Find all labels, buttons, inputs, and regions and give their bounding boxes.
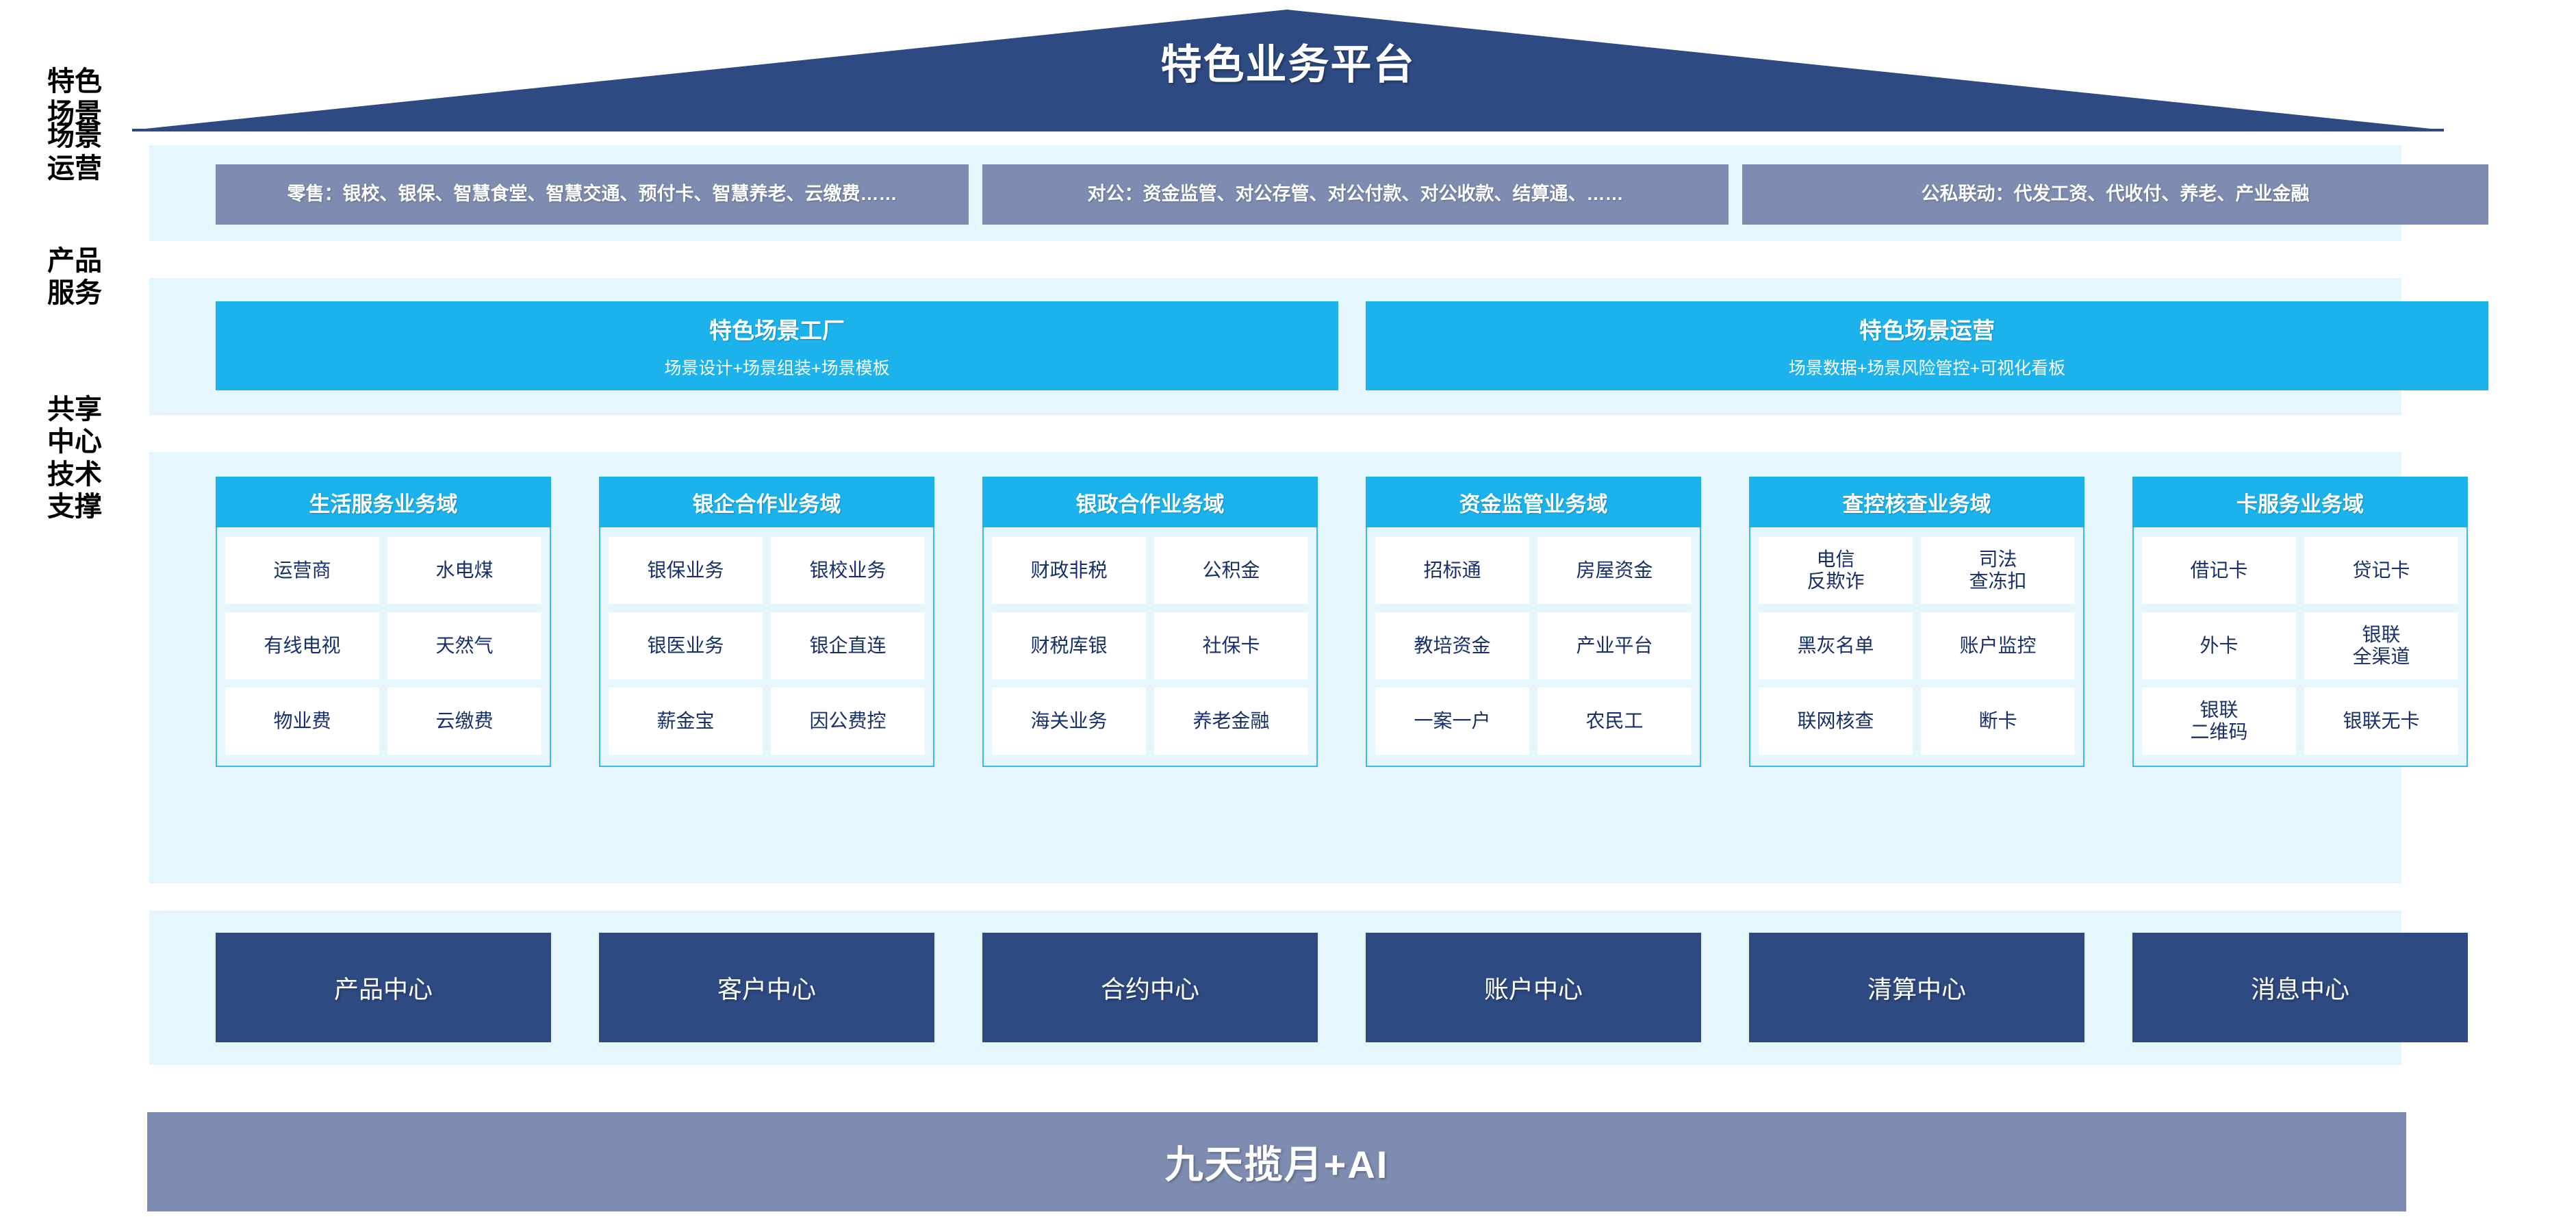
- row-label-tech-support: 技术 支撑: [47, 460, 102, 523]
- domain-title: 资金监管业务域: [1366, 477, 1701, 527]
- domain-item[interactable]: 黑灰名单: [1759, 612, 1913, 679]
- domain-item[interactable]: 农民工: [1538, 688, 1692, 755]
- feature-scene-linkage[interactable]: 公私联动：代发工资、代收付、养老、产业金融: [1742, 164, 2488, 225]
- row-label-scene-operation: 场景 运营: [47, 121, 102, 184]
- domain-item[interactable]: 财政非税: [992, 537, 1146, 604]
- row-label-product-service: 产品 服务: [47, 246, 102, 309]
- roof-banner: 特色业务平台: [0, 0, 2576, 137]
- row-label-feature-scene: 特色 场景: [47, 66, 102, 129]
- domain-item[interactable]: 因公费控: [771, 688, 925, 755]
- row-label-shared-center: 共享 中心: [47, 394, 102, 457]
- domain-item-grid: 财政非税 公积金 财税库银 社保卡 海关业务 养老金融: [984, 527, 1316, 766]
- scene-operation-subtitle: 场景数据+场景风险管控+可视化看板: [1788, 359, 2066, 378]
- domain-title: 银企合作业务域: [599, 477, 934, 527]
- shared-center-contract[interactable]: 合约中心: [982, 933, 1318, 1042]
- domain-item[interactable]: 财税库银: [992, 612, 1146, 679]
- domain-item[interactable]: 物业费: [225, 688, 379, 755]
- domain-item[interactable]: 教培资金: [1375, 612, 1529, 679]
- domain-card-bank-enterprise[interactable]: 银企合作业务域 银保业务 银校业务 银医业务 银企直连 薪金宝 因公费控: [599, 477, 934, 767]
- domain-card-investigation[interactable]: 查控核查业务域 电信 反欺诈 司法 查冻扣 黑灰名单 账户监控 联网核查 断卡: [1749, 477, 2084, 767]
- domain-item[interactable]: 产业平台: [1538, 612, 1692, 679]
- domain-card-life-service[interactable]: 生活服务业务域 运营商 水电煤 有线电视 天然气 物业费 云缴费: [216, 477, 551, 767]
- domain-item[interactable]: 账户监控: [1921, 612, 2075, 679]
- domain-item-grid: 招标通 房屋资金 教培资金 产业平台 一案一户 农民工: [1367, 527, 1700, 766]
- domain-item[interactable]: 养老金融: [1154, 688, 1308, 755]
- roof-shape-icon: [132, 10, 2444, 131]
- domain-item-grid: 银保业务 银校业务 银医业务 银企直连 薪金宝 因公费控: [600, 527, 933, 766]
- domain-item[interactable]: 运营商: [225, 537, 379, 604]
- domain-item[interactable]: 银保业务: [609, 537, 763, 604]
- scene-operation-title: 特色场景运营: [1859, 318, 1995, 343]
- domain-item[interactable]: 银联无卡: [2304, 688, 2458, 755]
- domain-card-fund-supervision[interactable]: 资金监管业务域 招标通 房屋资金 教培资金 产业平台 一案一户 农民工: [1366, 477, 1701, 767]
- domain-item[interactable]: 银企直连: [771, 612, 925, 679]
- domain-item[interactable]: 一案一户: [1375, 688, 1529, 755]
- domain-item[interactable]: 银校业务: [771, 537, 925, 604]
- domain-item[interactable]: 银联 全渠道: [2304, 612, 2458, 679]
- domain-item[interactable]: 银联 二维码: [2142, 688, 2296, 755]
- domain-item[interactable]: 公积金: [1154, 537, 1308, 604]
- domain-item[interactable]: 外卡: [2142, 612, 2296, 679]
- domain-item[interactable]: 断卡: [1921, 688, 2075, 755]
- shared-center-product[interactable]: 产品中心: [216, 933, 551, 1042]
- domain-item[interactable]: 银医业务: [609, 612, 763, 679]
- shared-center-account[interactable]: 账户中心: [1366, 933, 1701, 1042]
- scene-factory-subtitle: 场景设计+场景组装+场景模板: [664, 359, 890, 378]
- domain-item[interactable]: 水电煤: [387, 537, 541, 604]
- domain-title: 查控核查业务域: [1749, 477, 2084, 527]
- shared-center-clearing[interactable]: 清算中心: [1749, 933, 2084, 1042]
- domain-card-bank-government[interactable]: 银政合作业务域 财政非税 公积金 财税库银 社保卡 海关业务 养老金融: [982, 477, 1318, 767]
- domain-title: 银政合作业务域: [982, 477, 1318, 527]
- domain-item[interactable]: 贷记卡: [2304, 537, 2458, 604]
- domain-item[interactable]: 云缴费: [387, 688, 541, 755]
- domain-item-grid: 电信 反欺诈 司法 查冻扣 黑灰名单 账户监控 联网核查 断卡: [1750, 527, 2083, 766]
- scene-operation-box[interactable]: 特色场景运营 场景数据+场景风险管控+可视化看板: [1366, 301, 2488, 390]
- tech-support-bar[interactable]: 九天揽月+AI: [147, 1112, 2406, 1211]
- domain-item[interactable]: 有线电视: [225, 612, 379, 679]
- shared-center-customer[interactable]: 客户中心: [599, 933, 934, 1042]
- domain-item-grid: 借记卡 贷记卡 外卡 银联 全渠道 银联 二维码 银联无卡: [2134, 527, 2466, 766]
- domain-item[interactable]: 招标通: [1375, 537, 1529, 604]
- domain-item[interactable]: 薪金宝: [609, 688, 763, 755]
- domain-card-card-service[interactable]: 卡服务业务域 借记卡 贷记卡 外卡 银联 全渠道 银联 二维码 银联无卡: [2132, 477, 2468, 767]
- domain-item[interactable]: 电信 反欺诈: [1759, 537, 1913, 604]
- domain-title: 卡服务业务域: [2132, 477, 2468, 527]
- domain-item[interactable]: 房屋资金: [1538, 537, 1692, 604]
- domain-item[interactable]: 借记卡: [2142, 537, 2296, 604]
- domain-item[interactable]: 天然气: [387, 612, 541, 679]
- shared-center-message[interactable]: 消息中心: [2132, 933, 2468, 1042]
- domain-title: 生活服务业务域: [216, 477, 551, 527]
- domain-item[interactable]: 社保卡: [1154, 612, 1308, 679]
- domain-item[interactable]: 司法 查冻扣: [1921, 537, 2075, 604]
- domain-item-grid: 运营商 水电煤 有线电视 天然气 物业费 云缴费: [217, 527, 550, 766]
- domain-item[interactable]: 海关业务: [992, 688, 1146, 755]
- feature-scene-corporate[interactable]: 对公：资金监管、对公存管、对公付款、对公收款、结算通、……: [982, 164, 1729, 225]
- scene-factory-box[interactable]: 特色场景工厂 场景设计+场景组装+场景模板: [216, 301, 1338, 390]
- domain-item[interactable]: 联网核查: [1759, 688, 1913, 755]
- feature-scene-retail[interactable]: 零售：银校、银保、智慧食堂、智慧交通、预付卡、智慧养老、云缴费……: [216, 164, 969, 225]
- scene-factory-title: 特色场景工厂: [709, 318, 845, 343]
